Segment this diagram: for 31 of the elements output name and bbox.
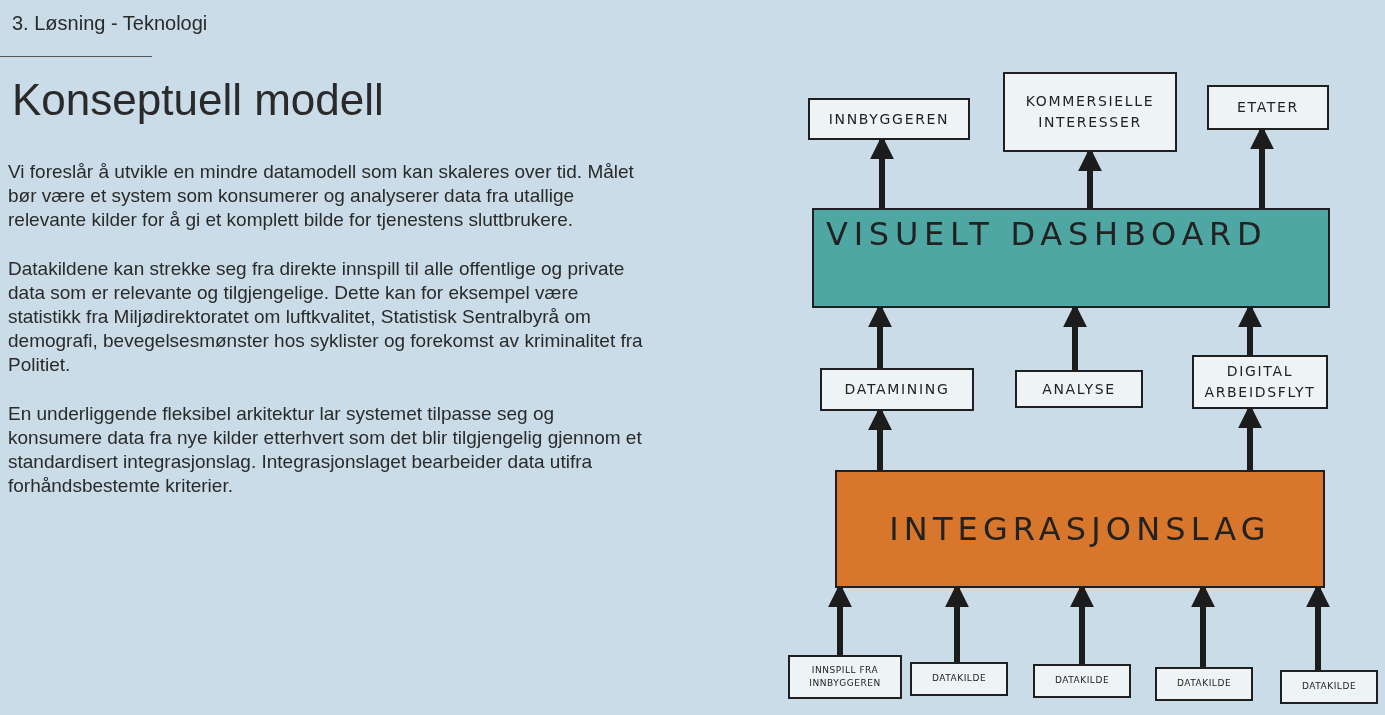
process-box	[1015, 370, 1143, 408]
integration-band	[835, 470, 1325, 588]
node-label: VISUELT DASHBOARD	[826, 214, 1268, 255]
body-paragraph: Datakildene kan strekke seg fra direkte innspill til alle offentlige og private data som er relevante og tilgjengelige. Dette kan for eksempel være statistikk fra Miljødirektoratet om luftkvalitet, Statistisk Sentralbyrå om demografi, bevegelsesmønster hos syklister og forekomst av kriminalitet fra Politiet.	[8, 257, 644, 377]
body-paragraph: En underliggende fleksibel arkitektur lar systemet tilpasse seg og konsumere data fra nye kilder etterhvert som det blir tilgjengelig gjennom et standardisert integrasjonslag. Integrasjonslaget bearbeider data utifra forhåndsbestemte kriterier.	[8, 402, 643, 498]
slide-title: Konseptuell modell	[12, 74, 384, 126]
process-box	[808, 98, 970, 140]
node-label: INNSPILL FRA INNBYGGEREN	[808, 663, 882, 690]
node-label: DATAKILDE	[1054, 674, 1110, 688]
node-label: INTEGRASJONSLAG	[889, 509, 1271, 550]
node-label: DIGITAL ARBEIDSFLYT	[1203, 362, 1317, 402]
node-label: DATAKILDE	[1301, 680, 1357, 694]
process-box	[1003, 72, 1177, 152]
process-box	[1207, 85, 1329, 130]
node-label: INNBYGGEREN	[828, 109, 950, 129]
node-label: KOMMERSIELLE INTERESSER	[1024, 92, 1156, 132]
source-box	[1033, 664, 1131, 698]
body-paragraph: Vi foreslår å utvikle en mindre datamodell som kan skaleres over tid. Målet bør være et system som konsumerer og analyserer data fra utallige relevante kilder for å gi et komplett bilde for tjenestens sluttbrukere.	[8, 160, 635, 232]
node-label: ANALYSE	[1042, 379, 1116, 399]
source-box	[1155, 667, 1253, 701]
node-label: DATAKILDE	[931, 672, 987, 686]
source-box	[788, 655, 902, 699]
process-box	[1192, 355, 1328, 409]
node-label: ETATER	[1237, 98, 1299, 117]
node-label: DATAKILDE	[1176, 677, 1232, 691]
source-box	[1280, 670, 1378, 704]
node-label: DATAMINING	[844, 380, 950, 399]
process-box	[820, 368, 974, 411]
dashboard-band	[812, 208, 1330, 308]
section-heading: 3. Løsning - Teknologi	[12, 11, 208, 36]
source-box	[910, 662, 1008, 696]
